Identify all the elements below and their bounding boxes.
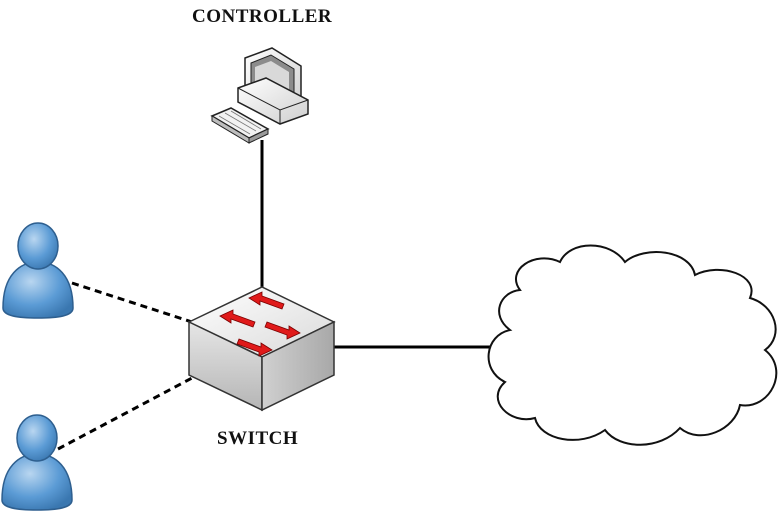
controller-label: CONTROLLER: [192, 6, 333, 27]
user-1-link: [71, 281, 193, 324]
switch-arrows: [219, 291, 301, 357]
desktop-computer-icon: [210, 47, 309, 144]
network-switch-icon: [187, 286, 336, 412]
switch-label: SWITCH: [217, 428, 299, 449]
cloud-icon: [487, 244, 778, 446]
user-2-link: [57, 376, 193, 451]
user-icon: [1, 414, 73, 511]
user-icon: [2, 222, 74, 319]
